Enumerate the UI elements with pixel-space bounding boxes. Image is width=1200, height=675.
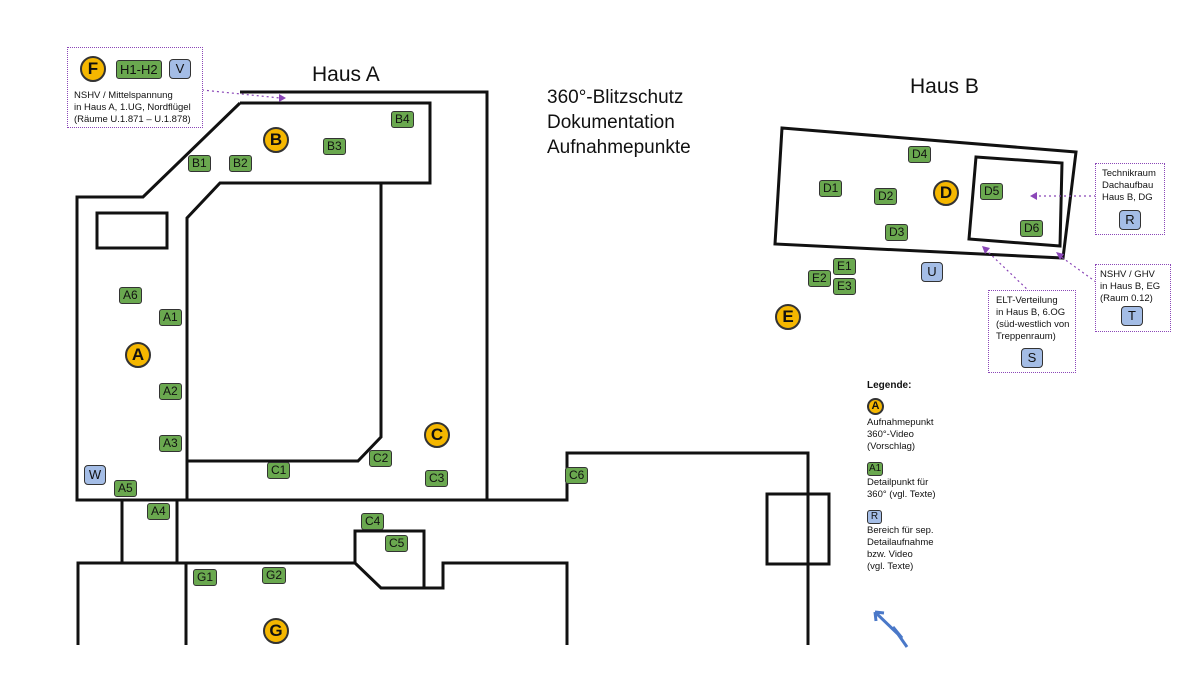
note-r-line2: Dachaufbau	[1102, 180, 1154, 191]
legend-yellow-line3: (Vorschlag)	[867, 441, 916, 452]
legend-green-symbol: A1	[867, 462, 884, 476]
note-t-line3: (Raum 0.12)	[1100, 293, 1153, 304]
note-r-line3: Haus B, DG	[1102, 192, 1153, 203]
note-t-line1: NSHV / GHV	[1100, 269, 1155, 280]
leader-t-arrowhead	[1056, 252, 1064, 260]
note-s-line4: Treppenraum)	[996, 331, 1056, 342]
aufnahmepunkt-c[interactable]: C	[424, 422, 450, 448]
detailpunkt-g1[interactable]: G1	[193, 569, 218, 586]
haus-a-small-room	[95, 211, 169, 250]
detailpunkt-c6[interactable]: C6	[565, 467, 589, 484]
detailpunkt-e2[interactable]: E2	[808, 270, 831, 287]
haus-g-walls	[177, 529, 569, 645]
detailpunkt-d4[interactable]: D4	[908, 146, 932, 163]
detailpunkt-a4[interactable]: A4	[147, 503, 170, 520]
detailpunkt-a5[interactable]: A5	[114, 480, 137, 497]
bereich-v[interactable]: V	[169, 59, 191, 79]
note-f-line3: (Räume U.1.871 – U.1.878)	[74, 114, 191, 125]
detailpunkt-c3[interactable]: C3	[425, 470, 449, 487]
detailpunkt-c1[interactable]: C1	[267, 462, 291, 479]
note-f-line2: in Haus A, 1.UG, Nordflügel	[74, 102, 191, 113]
aufnahmepunkt-e[interactable]: E	[775, 304, 801, 330]
legend-yellow-line2: 360°-Video	[867, 429, 914, 440]
detailpunkt-b3[interactable]: B3	[323, 138, 346, 155]
note-t-line2: in Haus B, EG	[1100, 281, 1161, 292]
legend-yellow-symbol: A	[867, 398, 884, 415]
leader-s	[985, 249, 1031, 293]
bereich-u[interactable]: U	[921, 262, 943, 282]
corridor-lower	[76, 500, 179, 645]
leader-s-arrowhead	[982, 246, 990, 254]
note-r-line1: Technikraum	[1102, 168, 1156, 179]
haus-a-label: Haus A	[312, 63, 380, 86]
detailpunkt-d1[interactable]: D1	[819, 180, 843, 197]
aufnahmepunkt-d[interactable]: D	[933, 180, 959, 206]
haus-b-inner	[967, 155, 1064, 248]
detailpunkt-d3[interactable]: D3	[885, 224, 909, 241]
detailpunkt-b2[interactable]: B2	[229, 155, 252, 172]
page-title-line1: 360°-Blitzschutz	[547, 87, 684, 108]
detailpunkt-a6[interactable]: A6	[119, 287, 142, 304]
detailpunkt-b1[interactable]: B1	[188, 155, 211, 172]
page-title-line2: Dokumentation	[547, 112, 675, 133]
north-arrow-icon	[873, 610, 909, 648]
bereich-r[interactable]: R	[1119, 210, 1141, 230]
detailpunkt-d2[interactable]: D2	[874, 188, 898, 205]
haus-b-label: Haus B	[910, 75, 979, 98]
detailpunkt-c4[interactable]: C4	[361, 513, 385, 530]
aufnahmepunkt-g[interactable]: G	[263, 618, 289, 644]
leader-f	[201, 89, 281, 99]
aufnahmepunkt-a[interactable]: A	[125, 342, 151, 368]
detailpunkt-a3[interactable]: A3	[159, 435, 182, 452]
haus-a-outline	[240, 90, 489, 500]
legend-blue-line4: (vgl. Texte)	[867, 561, 914, 572]
leader-r-arrowhead	[1030, 192, 1037, 200]
legend-blue-line1: Bereich für sep.	[867, 525, 934, 536]
note-s-line2: in Haus B, 6.OG	[996, 307, 1066, 318]
detailpunkt-c2[interactable]: C2	[369, 450, 393, 467]
corridor	[187, 451, 810, 645]
detailpunkt-a2[interactable]: A2	[159, 383, 182, 400]
detailpunkt-g2[interactable]: G2	[262, 567, 287, 584]
aufnahmepunkt-f[interactable]: F	[80, 56, 106, 82]
legend-green-line2: 360° (vgl. Texte)	[867, 489, 936, 500]
note-s-line3: (süd-westlich von	[996, 319, 1070, 330]
detailpunkt-c5[interactable]: C5	[385, 535, 409, 552]
bereich-s[interactable]: S	[1021, 348, 1043, 368]
legend-blue-symbol: R	[867, 510, 882, 524]
legend-title: Legende:	[867, 380, 912, 391]
legend-green-line1: Detailpunkt für	[867, 477, 929, 488]
note-f-line1: NSHV / Mittelspannung	[74, 90, 173, 101]
stair-chamfer	[353, 561, 424, 590]
aufnahmepunkt-b[interactable]: B	[263, 127, 289, 153]
haus-a-north-wing	[75, 101, 432, 502]
detailpunkt-d6[interactable]: D6	[1020, 220, 1044, 237]
bereich-w[interactable]: W	[84, 465, 106, 485]
detailpunkt-e3[interactable]: E3	[833, 278, 856, 295]
annex-block	[765, 492, 831, 566]
bereich-t[interactable]: T	[1121, 306, 1143, 326]
detailpunkt-b4[interactable]: B4	[391, 111, 414, 128]
note-s-line1: ELT-Verteilung	[996, 295, 1058, 306]
leader-t	[1059, 255, 1097, 283]
detailpunkt-d5[interactable]: D5	[980, 183, 1004, 200]
detailpunkt-a1[interactable]: A1	[159, 309, 182, 326]
legend-blue-line2: Detailaufnahme	[867, 537, 934, 548]
legend-blue-line3: bzw. Video	[867, 549, 913, 560]
page-title-line3: Aufnahmepunkte	[547, 137, 691, 158]
detailpunkt-h1-h2[interactable]: H1-H2	[116, 60, 162, 79]
haus-a-inner-courtyard	[187, 183, 383, 463]
legend-yellow-line1: Aufnahmepunkt	[867, 417, 934, 428]
detailpunkt-e1[interactable]: E1	[833, 258, 856, 275]
leader-f-arrowhead	[279, 94, 286, 102]
